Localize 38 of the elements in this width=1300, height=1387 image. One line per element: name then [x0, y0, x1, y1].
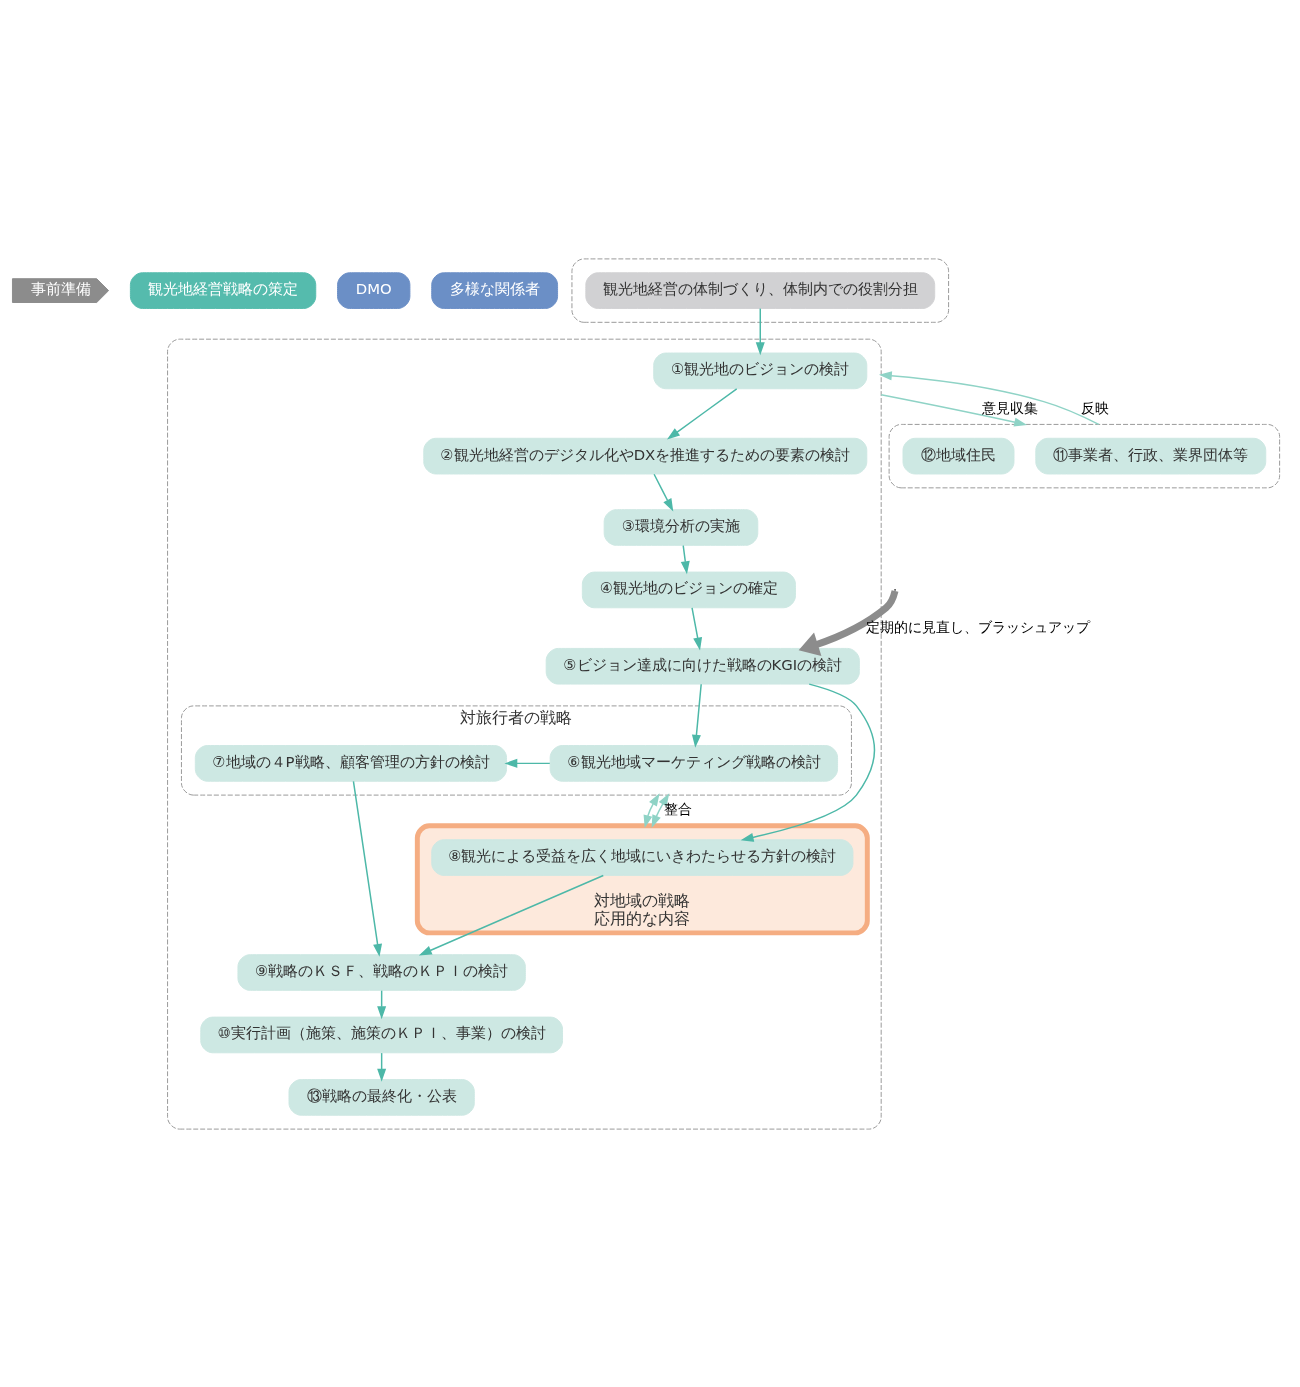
- node-box: ⑦地域の４P戦略、顧客管理の方針の検討: [194, 744, 508, 782]
- node-box: ⑥観光地域マーケティング戦略の検討: [549, 744, 839, 782]
- node-box: ②観光地経営のデジタル化やDXを推進するための要素の検討: [423, 437, 868, 474]
- arrow: [666, 387, 738, 439]
- node-box: DMO: [337, 271, 411, 309]
- arrow: [651, 792, 670, 828]
- node-box: ④観光地のビジョンの確定: [581, 571, 796, 608]
- arrow: [880, 393, 1028, 427]
- node-box: ⑫地域住民: [902, 437, 1015, 474]
- cluster: [571, 257, 950, 323]
- cluster: [888, 423, 1281, 488]
- node-box: ⑧観光による受益を広く地域にいきわたらせる方針の検討: [431, 838, 854, 876]
- node-box: ⑬戦略の最終化・公表: [288, 1078, 475, 1116]
- edge-label: 反映: [1080, 399, 1109, 416]
- node-box: 多様な関係者: [431, 271, 559, 309]
- arrow: [643, 792, 660, 828]
- node-box: ⑪事業者、行政、業界団体等: [1035, 437, 1267, 474]
- node-box: 観光地経営戦略の策定: [129, 271, 317, 309]
- node-box: ①観光地のビジョンの検討: [653, 352, 868, 389]
- node-box: ⑨戦略のＫＳＦ、戦略のＫＰＩの検討: [237, 953, 526, 991]
- edge-label: 整合: [663, 800, 692, 817]
- edge-label: 意見収集: [982, 399, 1039, 416]
- node-box: ⑩実行計画（施策、施策のＫＰＩ、事業）の検討: [200, 1016, 564, 1053]
- arrow: [691, 606, 703, 650]
- node-box: ⑤ビジョン達成に向けた戦略のKGIの検討: [545, 647, 860, 685]
- arrow: [691, 683, 702, 748]
- arrow: [352, 780, 383, 957]
- node-box: ③環境分析の実施: [603, 508, 759, 546]
- arrow: [653, 473, 674, 512]
- arrow: [740, 682, 876, 842]
- arrow: [798, 589, 899, 656]
- arrow: [755, 307, 765, 355]
- arrow: [504, 758, 551, 768]
- arrow: [680, 544, 690, 574]
- arrow: [878, 370, 1100, 425]
- node-box: 観光地経営の体制づくり、体制内での役割分担: [585, 271, 936, 309]
- edge-label: 定期的に見直し、ブラッシュアップ: [865, 618, 1090, 635]
- arrow: [418, 874, 605, 955]
